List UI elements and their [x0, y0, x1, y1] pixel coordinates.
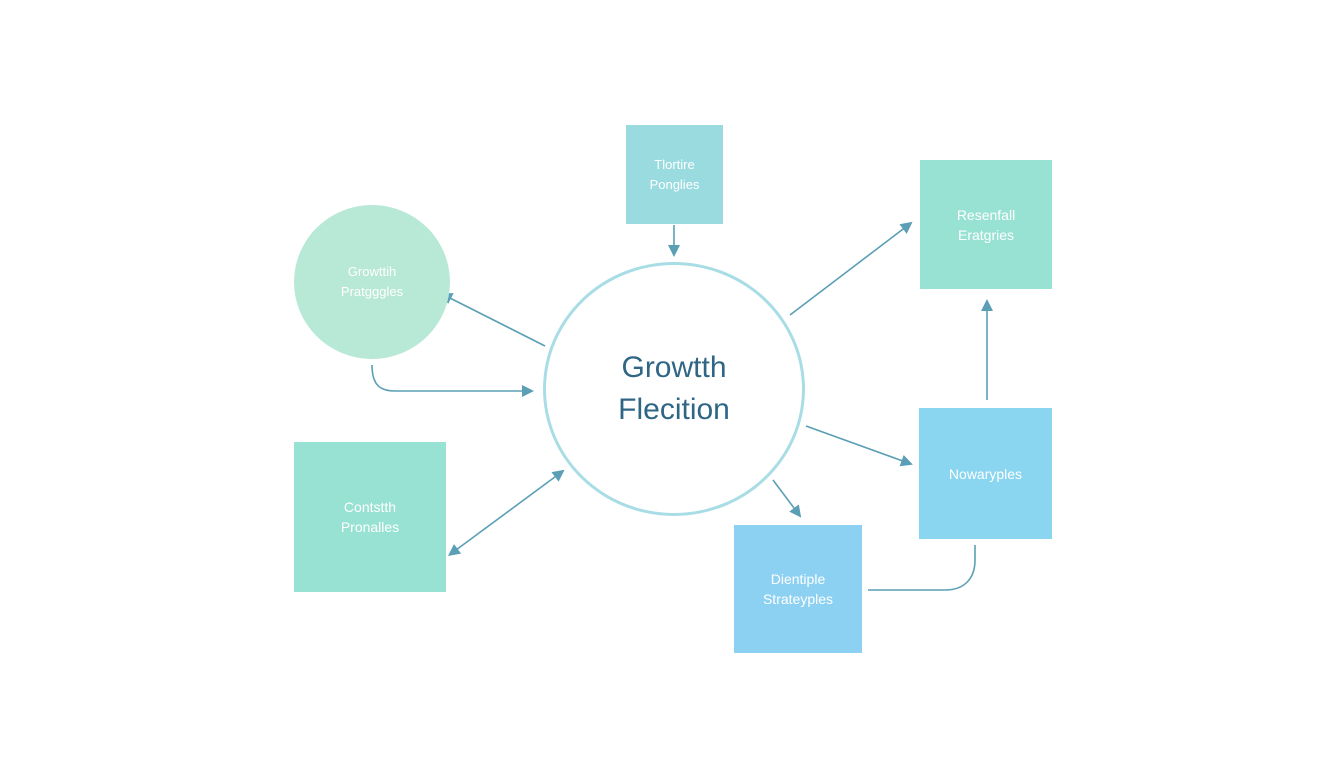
arrow-bottom-left-center-bidirectional [447, 469, 565, 556]
node-mid-right-line1: Nowaryples [948, 465, 1023, 482]
node-bottom-left-line1: Contstth [343, 499, 397, 515]
node-top-right-line2: Eratgries [957, 226, 1015, 243]
node-mid-right-box: Nowaryples [919, 408, 1052, 539]
node-bottom-mid-line1: Dientiple [770, 571, 826, 587]
arrow-center-to-left-circle [440, 293, 546, 347]
node-left-circle: Growttih Pratgggles [294, 205, 450, 359]
node-top-line2: Ponglies [649, 176, 700, 192]
node-bottom-left-box: Contstth Pronalles [294, 442, 446, 592]
connector-bottom-mid-to-mid-right [868, 545, 976, 591]
arrow-center-to-top-right [789, 221, 913, 316]
arrow-center-to-bottom-mid [772, 479, 802, 518]
node-bottom-left-line2: Pronalles [340, 519, 400, 535]
node-top-right-line1: Resenfall [956, 206, 1016, 223]
node-left-circle-line1: Growttih [347, 264, 397, 279]
node-center-line1: Growtth [621, 351, 727, 384]
arrow-center-to-mid-right [805, 425, 913, 467]
node-bottom-mid-box: Dientiple Strateyples [734, 525, 862, 653]
node-top-right-box: Resenfall Eratgries [920, 160, 1052, 289]
node-center-circle: Growtth Flecition [543, 262, 805, 516]
node-bottom-mid-line2: Strateyples [762, 591, 834, 607]
node-center-line2: Flecition [618, 393, 730, 426]
arrow-left-circle-to-center [371, 364, 534, 397]
node-top-box: Tlortire Ponglies [626, 125, 723, 224]
node-left-circle-line2: Pratgggles [340, 284, 404, 299]
node-top-line1: Tlortire [654, 156, 695, 172]
